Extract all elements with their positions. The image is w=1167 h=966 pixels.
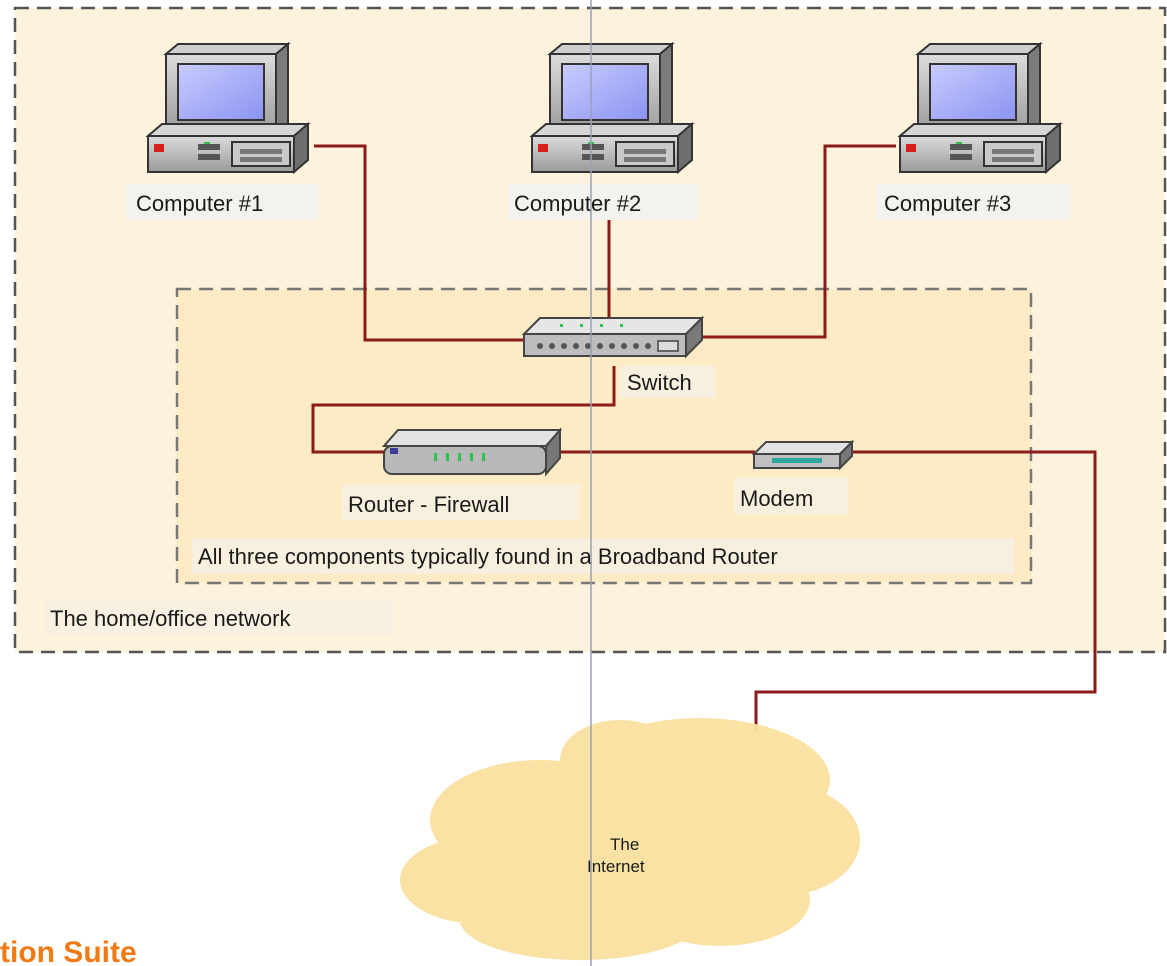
router-firewall-label: Router - Firewall xyxy=(348,492,509,517)
computer-3-label: Computer #3 xyxy=(884,191,1011,216)
computer-2-label: Computer #2 xyxy=(514,191,641,216)
computer-1-icon xyxy=(147,43,309,173)
internet-label-line2: Internet xyxy=(587,857,645,876)
computer-3-icon xyxy=(899,43,1061,173)
internet-label-line1: The xyxy=(610,835,639,854)
router-firewall-icon xyxy=(381,427,563,477)
network-caption: The home/office network xyxy=(50,606,291,631)
internet-cloud-icon xyxy=(400,718,860,960)
connection-wires xyxy=(311,144,1097,730)
switch-icon xyxy=(521,315,705,359)
broadband-router-caption: All three components typically found in … xyxy=(198,544,778,569)
switch-label: Switch xyxy=(627,370,692,395)
modem-icon xyxy=(751,439,855,471)
suite-title-fragment: tion Suite xyxy=(0,936,137,966)
modem-label: Modem xyxy=(740,486,813,511)
computer-1-label: Computer #1 xyxy=(136,191,263,216)
computer-2-icon xyxy=(531,43,693,173)
